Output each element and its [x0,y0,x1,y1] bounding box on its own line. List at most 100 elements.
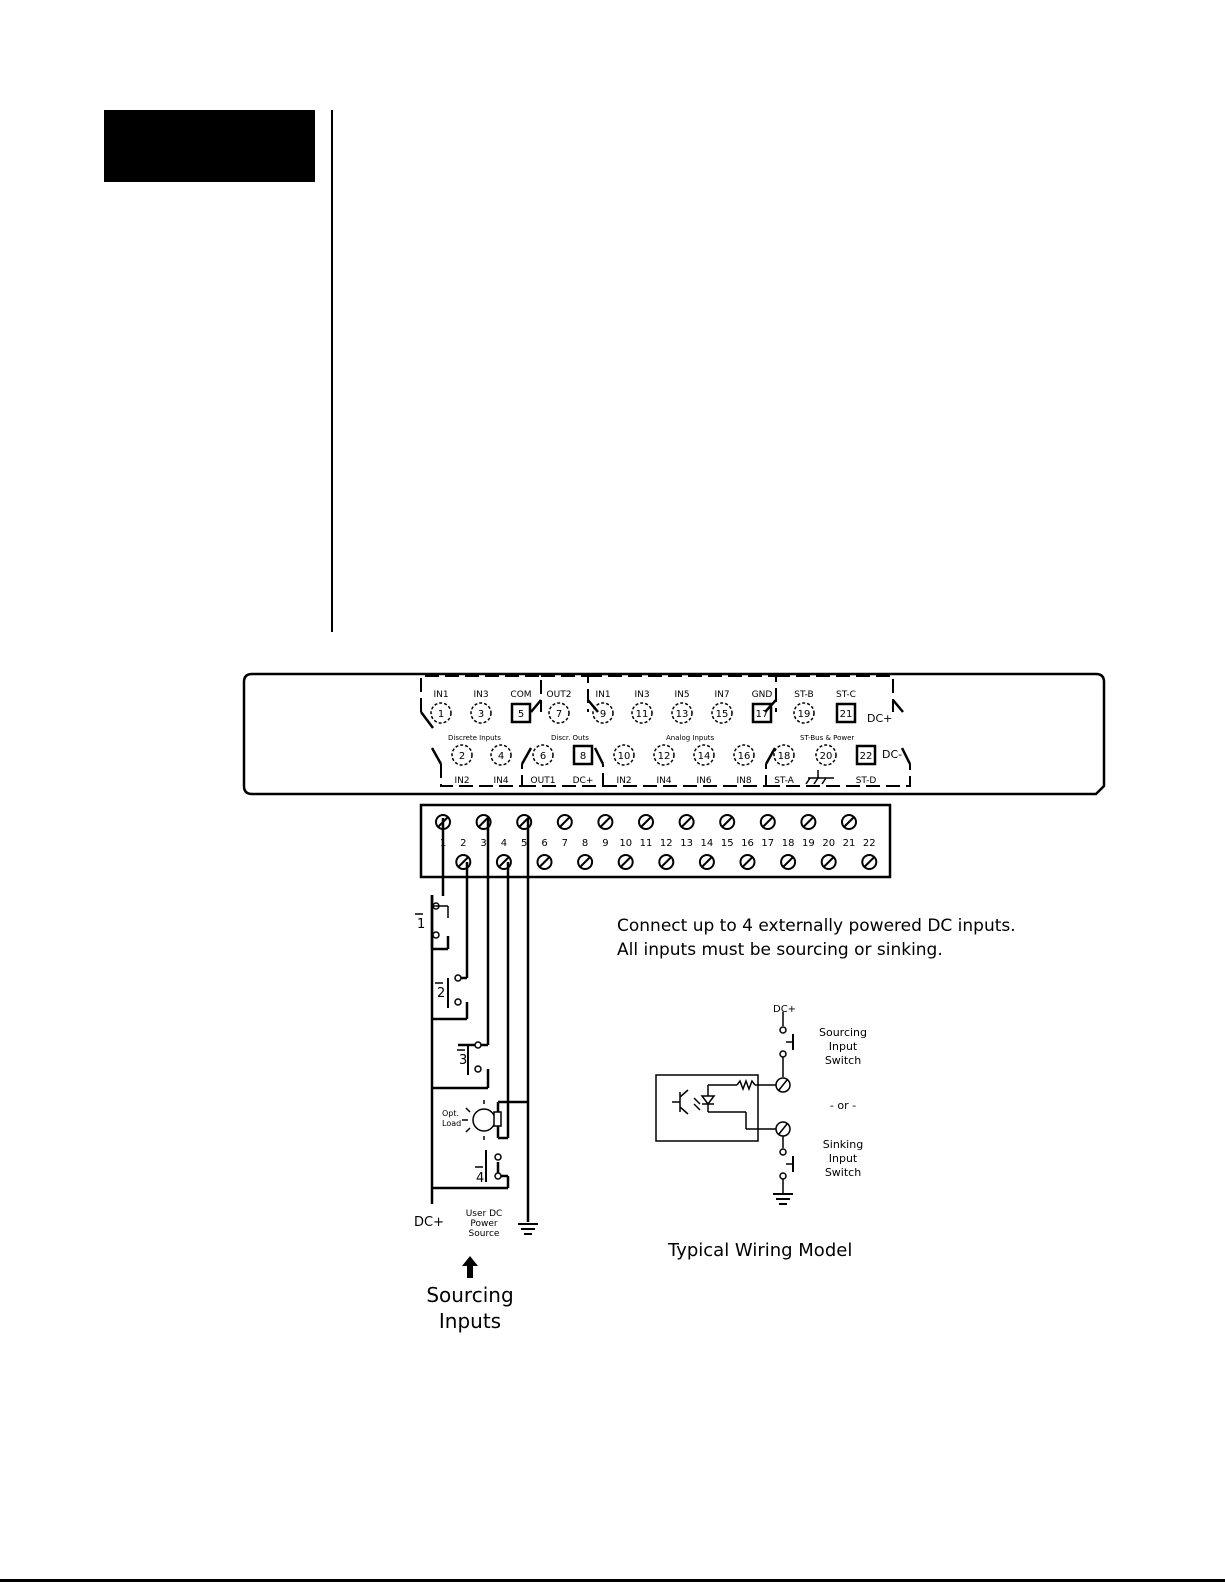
terminal-number: 21 [843,838,856,849]
screw-terminal-icon [678,814,695,830]
note-line-2: All inputs must be sourcing or sinking. [617,940,943,960]
connector-terminal: 12 [653,744,675,766]
screw-terminal-icon [638,814,654,830]
connector-top-label: OUT2 [547,690,572,700]
typical-wiring-model [655,1012,794,1205]
connector-terminal-number: 11 [636,709,649,720]
switch-1-label: 1 [417,917,425,932]
screw-terminal-icon [841,814,857,830]
connector-terminal-number: 15 [716,709,729,720]
section-tab-block [104,110,315,182]
connector-terminal-number: 8 [580,751,586,762]
connector-terminal-number: 6 [540,751,546,762]
connector-terminal-number: 7 [556,709,562,720]
connector-bottom-label: DC+ [573,776,594,786]
connector-top-label: IN1 [433,690,448,700]
terminal-number: 19 [802,838,815,849]
connector-terminal: 3 [470,702,492,724]
terminal-block [419,803,892,879]
connector-top-label: IN1 [595,690,610,700]
terminal-number: 18 [782,838,795,849]
connector-top-label: IN5 [674,690,689,700]
terminal-number: 7 [562,838,568,849]
screw-terminal-icon [617,854,634,870]
connector-bottom-label: ST-D [856,776,877,786]
terminal-number: 10 [619,838,632,849]
screw-terminal-icon [861,854,878,870]
connector-top-label: COM [510,690,531,700]
connector-terminal-number: 20 [820,751,833,762]
optional-load-label: Opt.Load [442,1109,461,1128]
connector-terminal-number: 19 [798,709,811,720]
screw-terminal-icon [658,854,675,870]
connector-terminal: 4 [490,744,512,766]
connector-bottom-label: IN2 [616,776,631,786]
lamp-icon [462,1100,502,1140]
switch-2-label: 2 [437,986,445,1001]
terminal-number: 5 [521,838,527,849]
terminal-number: 14 [701,838,714,849]
circuit-dc-plus-label: DC+ [414,1215,444,1230]
connector-panel [242,672,1106,796]
connector-bottom-label: ST-A [774,776,794,786]
connector-dc-plus-label: DC+ [867,712,892,725]
connector-bottom-label: IN4 [656,776,671,786]
terminal-block-top-screws [435,814,857,830]
screw-terminal-icon [759,814,776,830]
terminal-number: 12 [660,838,673,849]
group-label-discrete-outputs: Discr. Outs [551,734,589,742]
terminal-number: 16 [741,838,754,849]
margin-rule [331,110,333,632]
connector-terminal: 15 [711,702,733,724]
screw-terminal-icon [577,854,594,870]
connector-top-label: IN3 [473,690,488,700]
terminal-number: 8 [582,838,588,849]
connector-terminal-number: 17 [756,709,769,720]
switch-4-label: 4 [476,1171,484,1186]
connector-terminal: 9 [592,702,614,724]
connector-terminal-number: 14 [698,751,711,762]
switch-3-contacts [467,1041,482,1075]
connector-terminal-number: 10 [618,751,631,762]
screw-terminal-icon [698,854,715,870]
connector-terminal: 18 [773,744,795,766]
connector-terminal-number: 2 [459,751,465,762]
connector-bottom-terminals: 2 4 6 8 10 12 14 16 18 20 22 [451,744,877,766]
connector-terminal-number: 18 [778,751,791,762]
connector-top-label: ST-B [794,690,814,700]
connector-terminal: 10 [613,744,635,766]
connector-terminal-number: 21 [840,709,853,720]
connector-terminal: 11 [631,702,653,724]
connector-terminal-number: 12 [658,751,671,762]
connector-bottom-label: IN2 [454,776,469,786]
connector-terminal: 5 [510,702,532,724]
connector-terminal-number: 4 [498,751,504,762]
screw-terminal-icon [780,854,797,870]
terminal-number: 6 [541,838,547,849]
connector-terminal: 22 [855,744,877,766]
connector-terminal: 17 [751,702,773,724]
ground-icon [518,1223,538,1235]
connector-top-label: IN3 [634,690,649,700]
connector-terminal-number: 3 [478,709,484,720]
connector-terminal: 19 [793,702,815,724]
connector-dc-minus-label: DC- [882,748,902,761]
connector-bottom-label: IN4 [493,776,508,786]
screw-terminal-icon [556,814,573,830]
model-dc-plus-label: DC+ [773,1004,796,1015]
connector-terminal-number: 5 [518,709,524,720]
connector-terminal-number: 9 [600,709,606,720]
arrow-up-icon [462,1256,478,1278]
connector-terminal: 6 [532,744,554,766]
terminal-number: 20 [822,838,835,849]
connector-terminal-number: 16 [738,751,751,762]
screw-terminal-icon [719,814,736,830]
note-line-1: Connect up to 4 externally powered DC in… [617,916,1016,936]
terminal-number: 2 [460,838,466,849]
connector-terminal-number: 13 [676,709,689,720]
chassis-ground-icon [805,770,834,785]
terminal-number: 4 [501,838,507,849]
